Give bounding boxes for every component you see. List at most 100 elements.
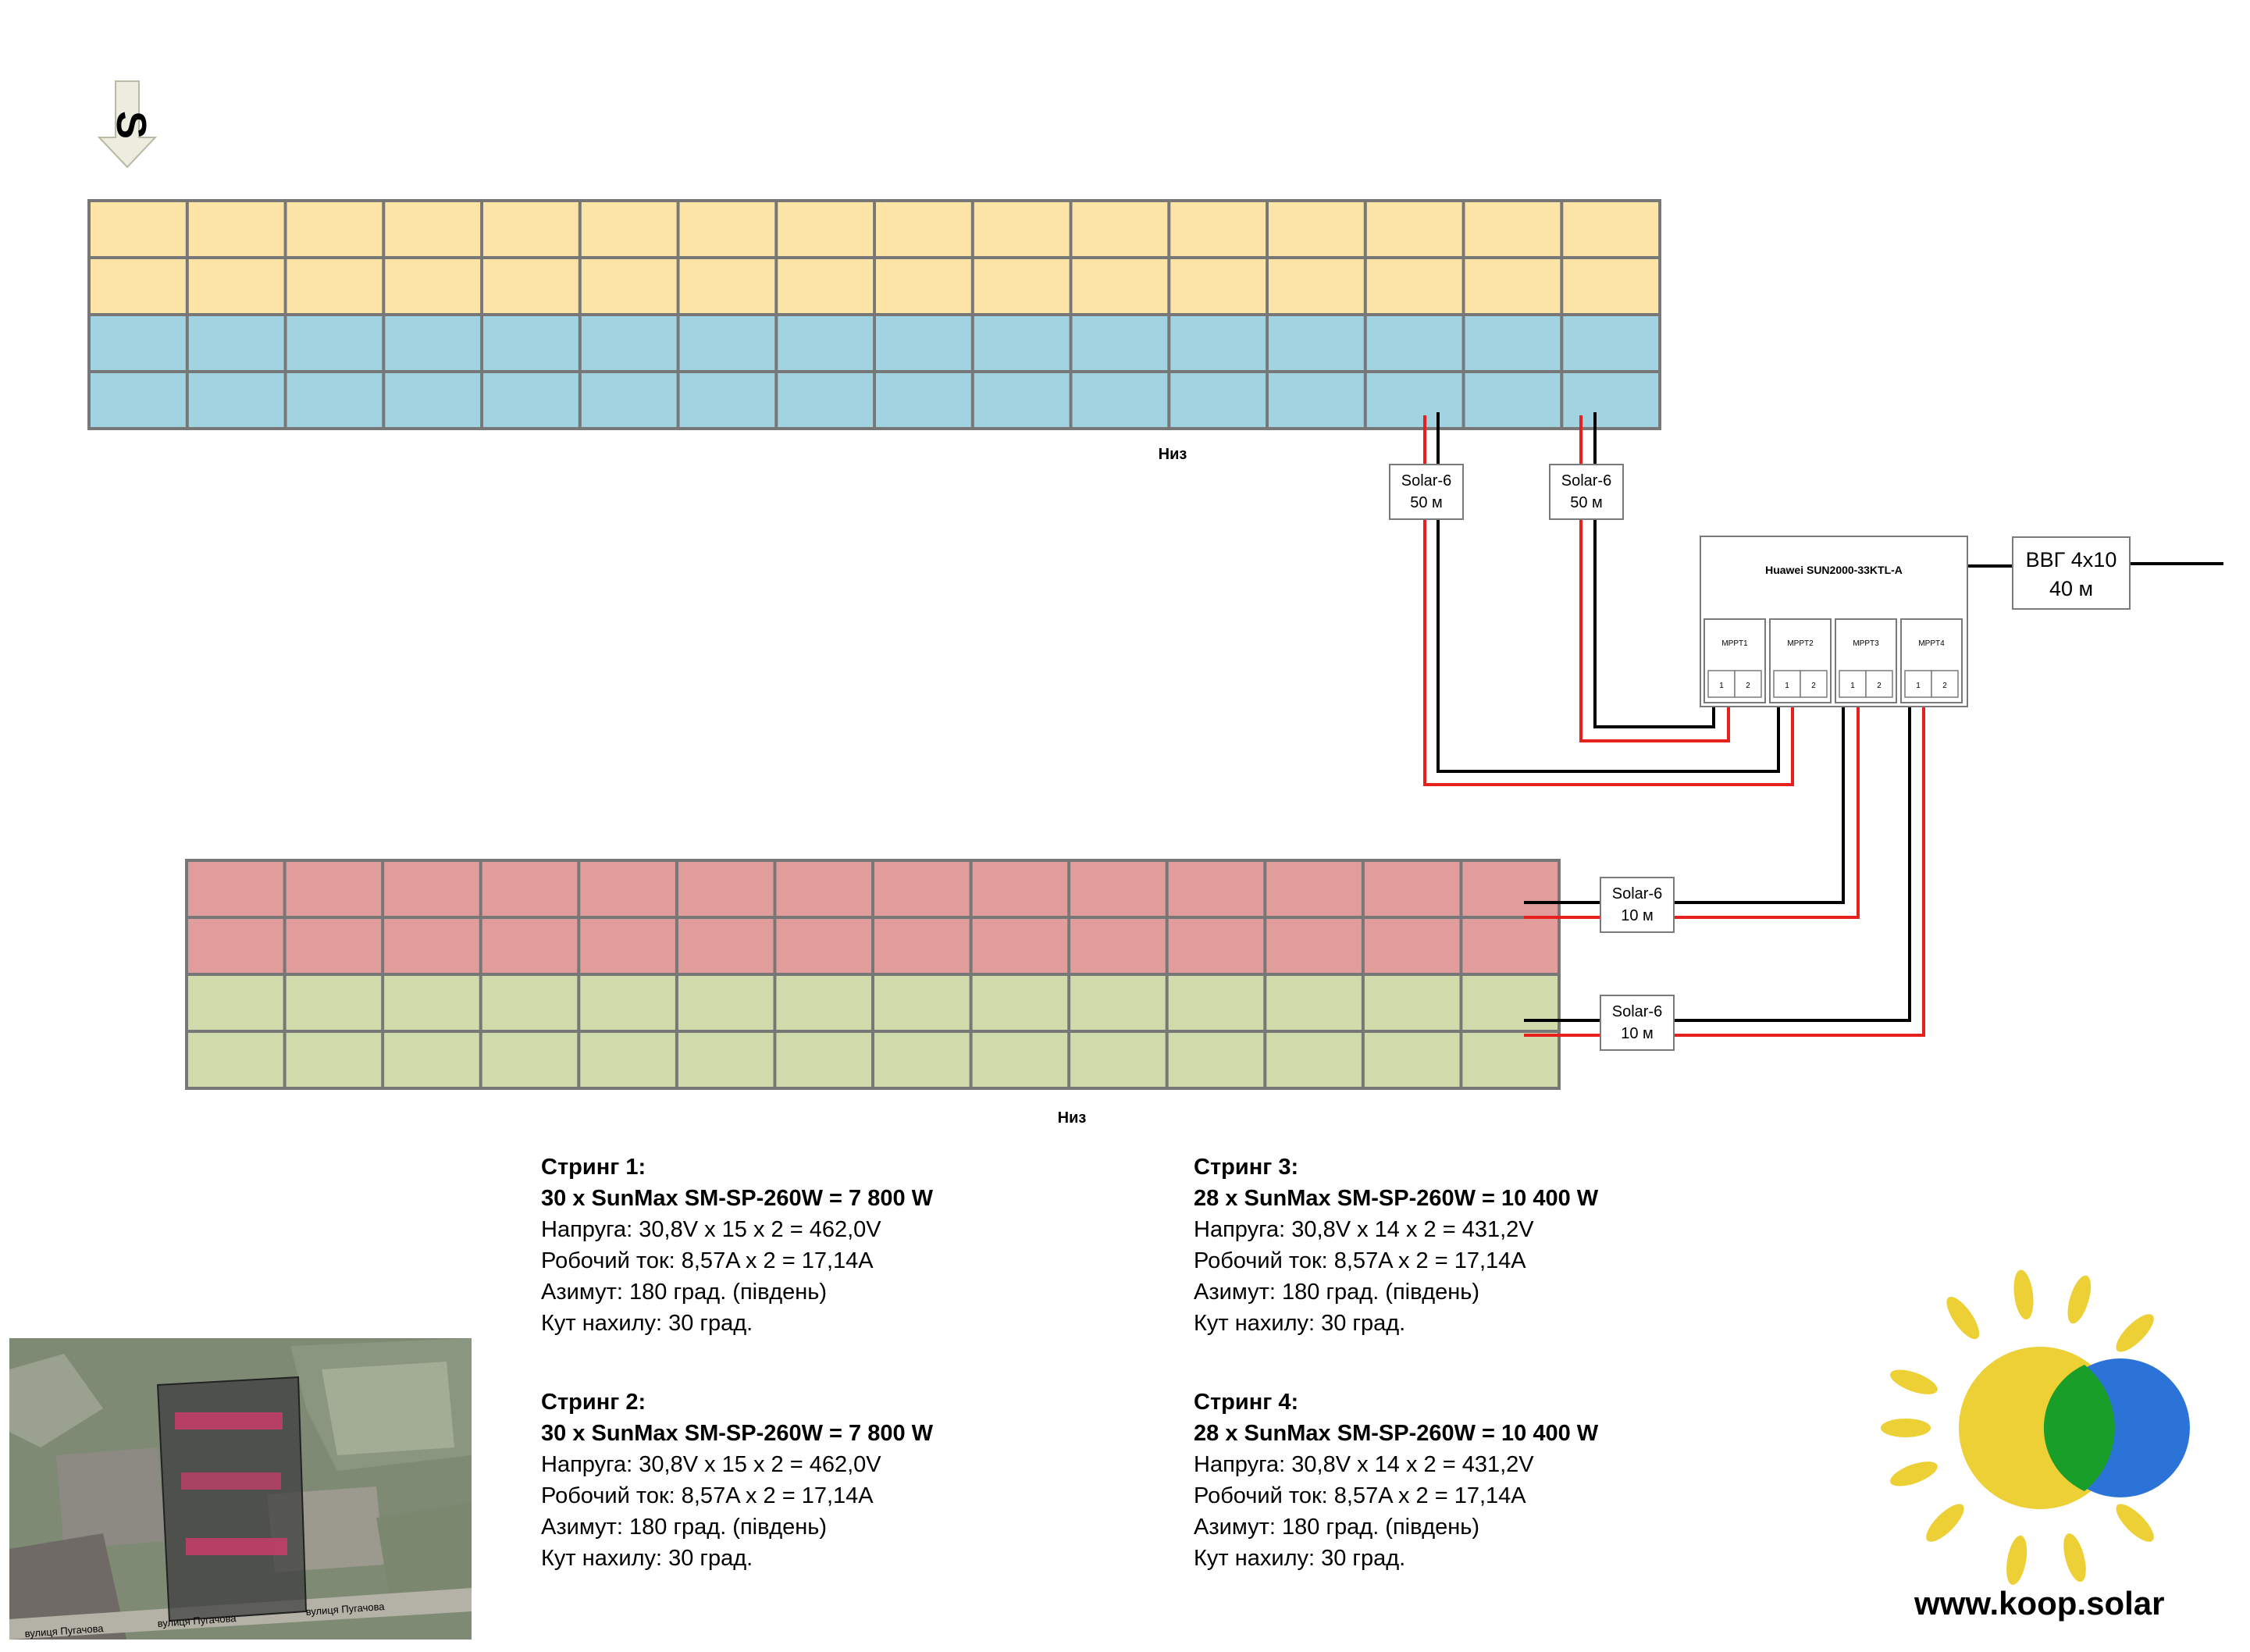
mppt-input-label: 2	[1942, 682, 1947, 690]
inverter-title: Huawei SUN2000-33KTL-A	[1765, 564, 1903, 576]
mppt-4-block: MPPT4 1 2	[1900, 618, 1963, 703]
solar-panel	[188, 202, 284, 256]
mppt-input-terminal	[1800, 670, 1828, 698]
solar-panel	[1269, 373, 1364, 427]
solar-panel	[874, 976, 970, 1030]
solar-panel	[580, 1033, 675, 1087]
mppt-input-label: 1	[1916, 682, 1921, 690]
solar-panel	[1563, 316, 1659, 370]
solar-panel	[972, 919, 1068, 973]
solar-panel	[91, 202, 186, 256]
solar-panel	[1364, 1033, 1460, 1087]
solar-panel	[1072, 316, 1168, 370]
mppt-label: MPPT4	[1918, 639, 1945, 648]
svg-text:Solar-6: Solar-6	[1612, 885, 1662, 903]
dc-wiring	[1423, 412, 2223, 1037]
solar-panel	[385, 316, 481, 370]
solar-panel	[287, 259, 383, 313]
solar-panel	[1070, 1033, 1166, 1087]
solar-panel	[679, 373, 775, 427]
solar-panel	[679, 259, 775, 313]
sun-ray	[2063, 1533, 2086, 1583]
solar-panel	[287, 373, 383, 427]
cable-box-1: Solar-6 50 м	[1389, 464, 1464, 520]
solar-panel	[1563, 259, 1659, 313]
solar-panel	[1366, 373, 1462, 427]
solar-panel	[678, 976, 774, 1030]
top-array-label: Низ	[1159, 446, 1187, 463]
solar-panel	[1462, 919, 1558, 973]
sun-ray	[2006, 1535, 2027, 1585]
solar-panel	[1366, 259, 1462, 313]
solar-panel	[874, 1033, 970, 1087]
solar-panel	[1364, 919, 1460, 973]
solar-panel	[385, 202, 481, 256]
solar-panel	[188, 862, 283, 916]
solar-panel	[1366, 316, 1462, 370]
svg-text:40 м: 40 м	[2049, 577, 2093, 600]
solar-panel	[286, 919, 382, 973]
solar-panel	[581, 373, 677, 427]
solar-panel	[974, 202, 1070, 256]
solar-panel	[188, 373, 284, 427]
solar-panel	[1563, 202, 1659, 256]
sun-ray	[2116, 1504, 2154, 1542]
sun-ray	[1946, 1296, 1980, 1340]
svg-text:ВВГ 4х10: ВВГ 4х10	[2026, 548, 2117, 571]
solar-panel	[874, 862, 970, 916]
solar-panel	[1364, 862, 1460, 916]
mppt-input-label: 2	[1746, 682, 1750, 690]
sun-ray	[2013, 1269, 2034, 1320]
solar-panel	[974, 373, 1070, 427]
solar-panel	[1465, 259, 1561, 313]
website-url: www.koop.solar	[1914, 1585, 2165, 1622]
solar-array-bottom	[185, 859, 1561, 1090]
solar-panel	[1266, 1033, 1362, 1087]
solar-panel	[778, 259, 874, 313]
svg-text:Solar-6: Solar-6	[1612, 1003, 1662, 1020]
mppt-input-terminal	[1773, 670, 1801, 698]
solar-panel	[876, 373, 971, 427]
solar-panel	[581, 259, 677, 313]
cable-box-4: Solar-6 10 м	[1600, 995, 1675, 1051]
solar-panel	[1072, 259, 1168, 313]
mppt-input-terminal	[1865, 670, 1893, 698]
solar-panel	[972, 1033, 1068, 1087]
string-1-info: Стринг 1: 30 x SunMax SM-SP-260W = 7 800…	[541, 1155, 934, 1336]
mppt-label: MPPT2	[1787, 639, 1814, 648]
solar-panel	[1465, 316, 1561, 370]
sun-ray	[2067, 1275, 2092, 1324]
sun-ray	[1890, 1369, 1938, 1394]
solar-panel	[1563, 373, 1659, 427]
solar-panel	[286, 862, 382, 916]
solar-panel	[874, 919, 970, 973]
solar-panel	[974, 259, 1070, 313]
solar-panel	[384, 1033, 479, 1087]
solar-array-top	[87, 199, 1661, 430]
solar-panel	[287, 202, 383, 256]
sun-ray	[2116, 1314, 2154, 1352]
compass-arrow-icon: S	[97, 80, 158, 169]
svg-text:10 м: 10 м	[1621, 1025, 1654, 1042]
solar-panel	[482, 862, 578, 916]
solar-panel	[1462, 1033, 1558, 1087]
solar-panel	[91, 373, 186, 427]
mppt-input-label: 1	[1850, 682, 1855, 690]
solar-panel	[1168, 976, 1264, 1030]
solar-panel	[580, 919, 675, 973]
compass-letter: S	[108, 111, 155, 139]
solar-panel	[1269, 259, 1364, 313]
overlap-leaf-icon	[2043, 1365, 2115, 1491]
solar-panel	[385, 259, 481, 313]
solar-panel	[778, 373, 874, 427]
mppt-label: MPPT3	[1853, 639, 1879, 648]
solar-panel	[580, 976, 675, 1030]
mppt-input-label: 1	[1719, 682, 1724, 690]
solar-panel	[581, 316, 677, 370]
solar-panel	[1070, 919, 1166, 973]
bottom-array-label: Низ	[1058, 1109, 1087, 1127]
